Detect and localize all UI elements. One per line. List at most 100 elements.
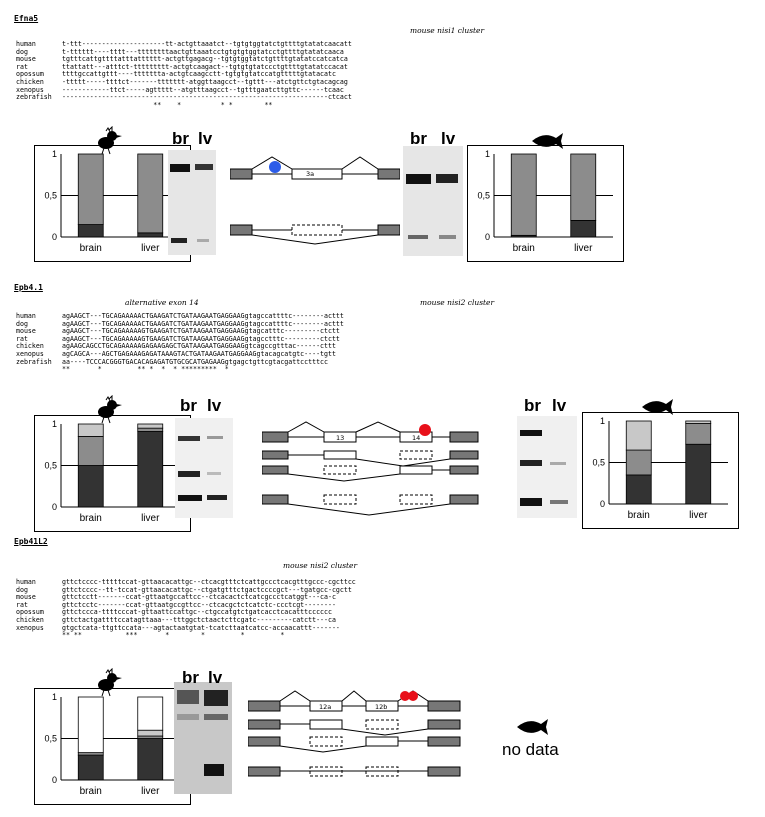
sequence: aa----TCCCACGGGTGACACAGAGATGTGCGCATGAGAA…	[62, 357, 328, 366]
conservation-stars: ** ** *** * * * *	[62, 631, 285, 640]
bar-segment	[137, 153, 164, 234]
species-label: human	[16, 578, 36, 586]
fish-icon	[515, 716, 549, 742]
tick-label: 1	[52, 692, 57, 702]
bar-segment	[77, 153, 104, 225]
category-label: liver	[141, 243, 160, 254]
bar-segment	[685, 420, 712, 424]
gel-epb41l2	[174, 682, 232, 794]
bar-segment	[137, 232, 164, 238]
species-label: zebrafish	[16, 93, 52, 102]
bar-segment	[625, 474, 652, 505]
section-title-epb41: Epb4.1	[14, 283, 43, 292]
alignment-row: chicken-ttttt-----ttttct-------ttttttt-a…	[16, 78, 352, 87]
category-label: brain	[80, 513, 102, 524]
bar-segment	[77, 436, 104, 466]
exon-label-12a: 12a	[319, 703, 332, 711]
no-data-label: no data	[502, 740, 559, 759]
species-label: rat	[16, 600, 28, 609]
gel-label-lv: lv	[441, 129, 456, 148]
gel-label-br: br	[524, 396, 541, 415]
splice-diagram-epb41l2	[247, 688, 463, 792]
tick-label: 0	[52, 502, 57, 512]
alignment-row: mouse tgtttcattgttttatttatttttt-actgttgag…	[16, 56, 352, 64]
exon-label-13: 13	[336, 434, 345, 442]
bar-segment	[77, 224, 104, 238]
tick-label: 0	[485, 232, 490, 242]
category-label: liver	[689, 510, 708, 521]
fish-icon	[640, 396, 674, 422]
sequence: agAAGCT---TGCAGAAAAACTGAAGATCTGATAAGAATG…	[62, 312, 344, 320]
species-label: chicken	[16, 615, 44, 624]
bar-segment	[137, 423, 164, 429]
splice-diagram-epb41	[261, 420, 482, 524]
bar-segment	[77, 423, 104, 437]
bar-segment	[77, 465, 104, 508]
gel-label-br: br	[182, 668, 199, 687]
species-label: rat	[16, 62, 28, 71]
sequence: tgtttcattgttttatttatttttt-actgttgagacg--…	[62, 55, 348, 64]
sequence: ----------------------------------------…	[62, 93, 352, 102]
tick-label: 0,5	[477, 191, 490, 201]
category-label: liver	[141, 786, 160, 797]
tick-label: 1	[52, 419, 57, 429]
bar-segment	[570, 153, 597, 221]
tick-label: 0,5	[44, 461, 57, 471]
tick-label: 0	[52, 232, 57, 242]
alignment-row: human agAAGCT---TGCAGAAAAACTGAAGATCTGATAA…	[16, 312, 344, 321]
category-label: brain	[628, 510, 650, 521]
tick-label: 1	[485, 149, 490, 159]
bar-segment	[685, 423, 712, 445]
gel-epb41-right	[517, 416, 577, 518]
tick-label: 0,5	[44, 734, 57, 744]
bird-icon	[92, 394, 124, 429]
alignment-row: zebrafish -------------------------------…	[16, 94, 352, 102]
section-title-efna5: Efna5	[14, 14, 39, 23]
bar-segment	[77, 754, 104, 781]
species-label: mouse	[16, 327, 36, 336]
gel-label-br: br	[180, 396, 197, 415]
sequence: t-ttt---------------------tt-actgttaaatc…	[62, 40, 352, 48]
splice-diagram-efna5	[229, 150, 401, 249]
sequence: agAAGCT---TGCAGAAAAAGTGAAGATCTGATAAGAATG…	[62, 334, 340, 343]
gel-label-lv: lv	[207, 396, 222, 415]
sequence: agAAGCT---TGCAGAAAAAGTGAAGATCTGATAAGAATG…	[62, 327, 340, 336]
sequence: gttctcctt-------ccat-gttaatgccattcc--ctc…	[62, 593, 336, 602]
species-label: xenopus	[16, 349, 44, 358]
bar-segment	[77, 696, 104, 754]
sequence: gtgctcata-ttgttccata---agtactaatgtat-tca…	[62, 623, 340, 632]
tick-label: 0,5	[44, 191, 57, 201]
category-label: brain	[513, 243, 535, 254]
species-label: human	[16, 312, 36, 320]
gel-label-br: br	[172, 129, 189, 148]
exon-label: 3a	[306, 170, 315, 178]
bar-segment	[137, 729, 164, 737]
tick-label: 0	[600, 499, 605, 509]
gel-label-lv: lv	[198, 129, 213, 148]
fish-icon	[530, 130, 564, 156]
gel-epb41-left	[175, 418, 233, 518]
category-label: brain	[80, 243, 102, 254]
species-label: dog	[16, 585, 28, 594]
gel-label-lv: lv	[208, 668, 223, 687]
caption-cluster: mouse nisi2 cluster	[283, 561, 358, 570]
conservation-stars: ** * * * **	[62, 100, 273, 109]
species-label: mouse	[16, 55, 36, 64]
gel-label-br: br	[410, 129, 427, 148]
species-label: rat	[16, 334, 28, 343]
